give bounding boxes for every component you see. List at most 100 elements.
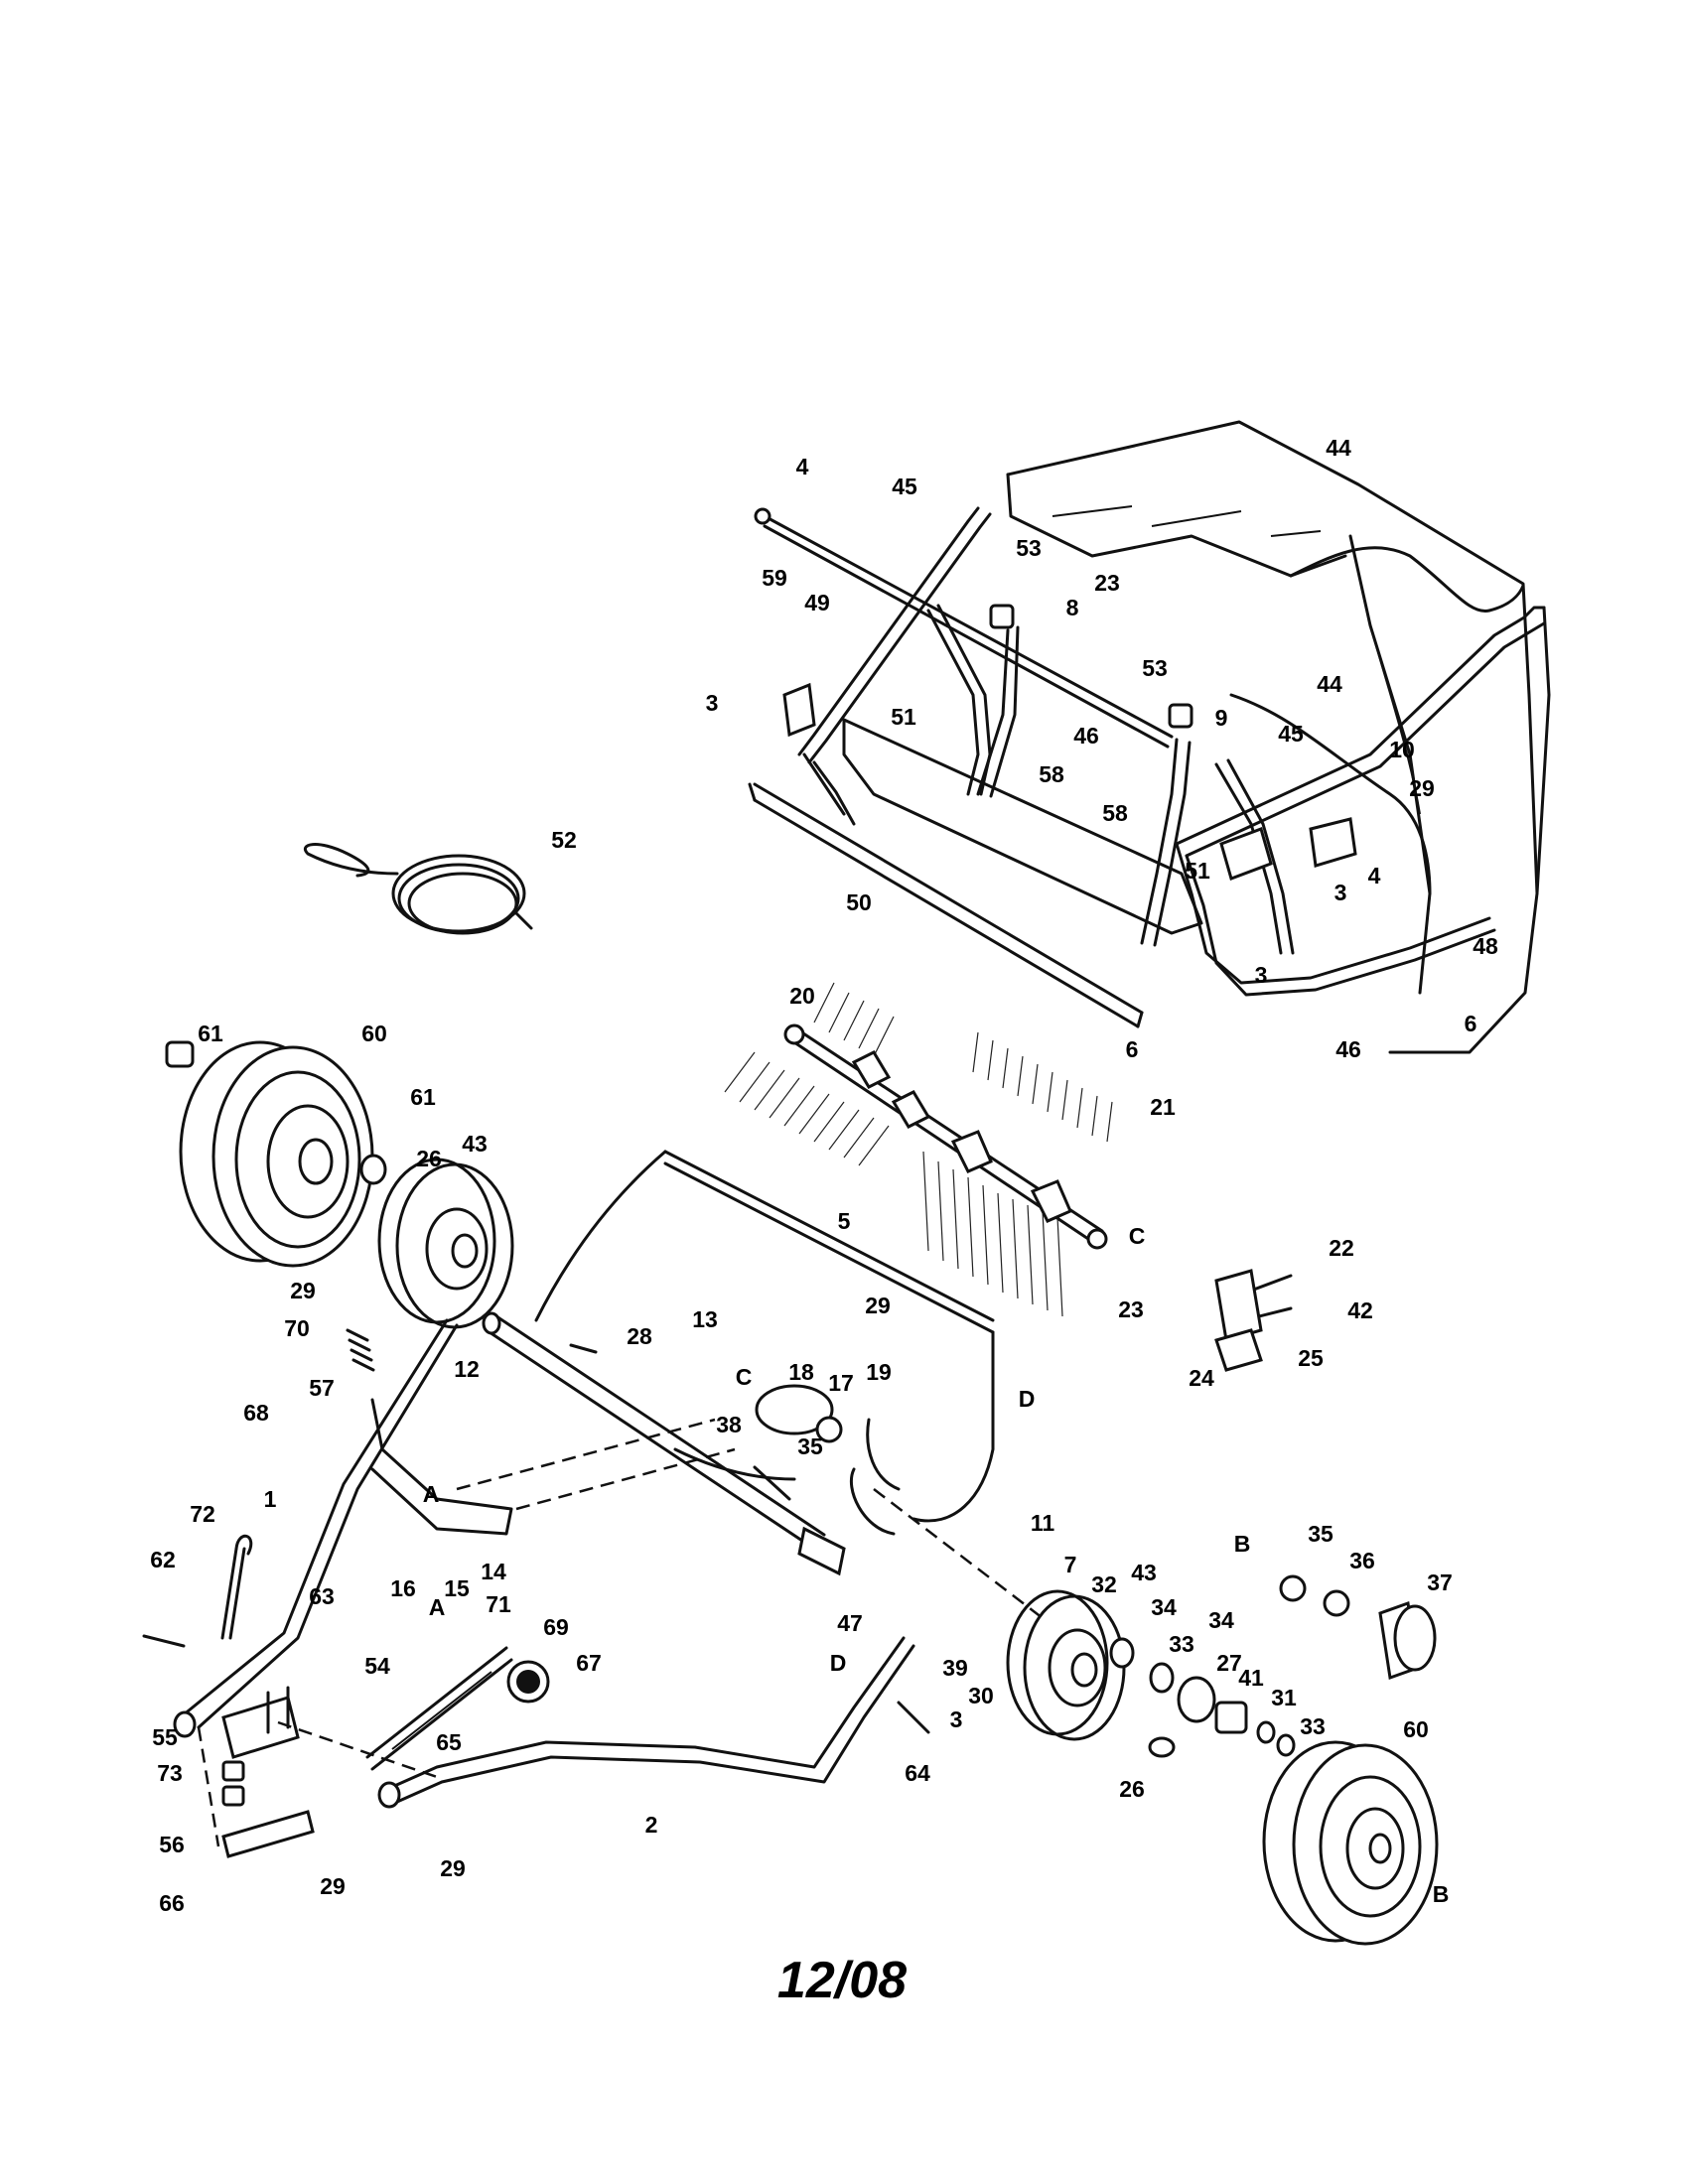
callout-66: 66 <box>159 1890 185 1916</box>
callout-67: 67 <box>576 1650 602 1676</box>
callout-26: 26 <box>1119 1776 1145 1802</box>
callout-33: 33 <box>1300 1713 1326 1739</box>
callout-34: 34 <box>1151 1594 1177 1620</box>
callout-57: 57 <box>309 1375 335 1401</box>
callout-50: 50 <box>846 889 872 915</box>
callout-3: 3 <box>1334 880 1347 905</box>
callout-32: 32 <box>1091 1571 1117 1597</box>
callout-C: C <box>736 1364 753 1390</box>
callout-30: 30 <box>968 1683 994 1708</box>
height-adjust-bar-54 <box>365 1646 513 1771</box>
callout-51: 51 <box>1185 858 1210 884</box>
assembly-guide-lines <box>197 1418 1044 1847</box>
axle <box>482 1311 846 1576</box>
callout-25: 25 <box>1298 1345 1324 1371</box>
callout-D: D <box>830 1650 847 1676</box>
callout-53: 53 <box>1142 655 1168 681</box>
callout-59: 59 <box>762 565 787 591</box>
handle-bottom-tube <box>377 1636 915 1809</box>
sweeper-housing <box>534 1150 995 1536</box>
callout-68: 68 <box>243 1400 269 1426</box>
callout-18: 18 <box>788 1359 814 1385</box>
right-drive-parts <box>1109 1637 1296 1758</box>
callout-65: 65 <box>436 1729 462 1755</box>
callout-37: 37 <box>1427 1570 1453 1595</box>
callout-29: 29 <box>865 1293 891 1318</box>
callout-28: 28 <box>627 1323 652 1349</box>
callout-B: B <box>1433 1881 1450 1907</box>
callout-13: 13 <box>692 1306 718 1332</box>
callout-15: 15 <box>444 1575 470 1601</box>
handle-grip-72 <box>220 1535 253 1640</box>
callout-29: 29 <box>290 1278 316 1303</box>
callout-27: 27 <box>1216 1650 1242 1676</box>
callout-8: 8 <box>1066 595 1079 620</box>
callout-A: A <box>423 1481 440 1507</box>
callout-14: 14 <box>481 1559 506 1584</box>
callout-58: 58 <box>1039 761 1064 787</box>
callout-35: 35 <box>1308 1521 1333 1547</box>
callout-45: 45 <box>892 474 917 499</box>
callout-69: 69 <box>543 1614 569 1640</box>
callout-38: 38 <box>716 1412 742 1437</box>
tow-cable <box>304 843 533 935</box>
callout-52: 52 <box>551 827 577 853</box>
hardware-bolts <box>142 1269 1293 1734</box>
right-wheel <box>1262 1740 1439 1946</box>
callout-34: 34 <box>1208 1607 1234 1633</box>
callout-39: 39 <box>942 1655 968 1681</box>
handle-bracket-57 <box>370 1398 513 1536</box>
callout-24: 24 <box>1189 1365 1214 1391</box>
callout-36: 36 <box>1349 1548 1375 1573</box>
callout-22: 22 <box>1329 1235 1354 1261</box>
callout-60: 60 <box>361 1021 387 1046</box>
callout-33: 33 <box>1169 1631 1194 1657</box>
callout-3: 3 <box>706 690 719 716</box>
callout-19: 19 <box>866 1359 892 1385</box>
callout-23: 23 <box>1118 1297 1144 1322</box>
left-drive-hub <box>359 1154 514 1329</box>
callout-6: 6 <box>1126 1036 1139 1062</box>
callout-4: 4 <box>1368 863 1381 888</box>
callout-C: C <box>1129 1223 1146 1249</box>
callout-B: B <box>1234 1531 1251 1557</box>
callout-44: 44 <box>1326 435 1351 461</box>
spring-70 <box>346 1328 375 1372</box>
callout-62: 62 <box>150 1547 176 1572</box>
callout-21: 21 <box>1150 1094 1176 1120</box>
callout-73: 73 <box>157 1760 183 1786</box>
callout-54: 54 <box>364 1653 390 1679</box>
callout-35: 35 <box>797 1433 823 1459</box>
callout-45: 45 <box>1278 721 1304 747</box>
brush-assembly <box>724 982 1113 1317</box>
callout-71: 71 <box>486 1591 511 1617</box>
right-hub-cap-parts <box>1279 1574 1437 1681</box>
callout-72: 72 <box>190 1501 215 1527</box>
hopper-frame <box>748 506 1551 1028</box>
callout-20: 20 <box>789 983 815 1009</box>
callout-43: 43 <box>1131 1560 1157 1585</box>
callout-63: 63 <box>309 1583 335 1609</box>
callout-A: A <box>429 1594 446 1620</box>
callout-42: 42 <box>1347 1297 1373 1323</box>
hopper-bag <box>1006 420 1539 1054</box>
callout-61: 61 <box>198 1021 223 1046</box>
callout-44: 44 <box>1317 671 1342 697</box>
callout-D: D <box>1019 1386 1036 1412</box>
callout-56: 56 <box>159 1832 185 1857</box>
callout-64: 64 <box>905 1760 930 1786</box>
callout-12: 12 <box>454 1356 480 1382</box>
callout-53: 53 <box>1016 535 1042 561</box>
callout-47: 47 <box>837 1610 863 1636</box>
callout-5: 5 <box>838 1208 851 1234</box>
callout-49: 49 <box>804 590 830 615</box>
callout-60: 60 <box>1403 1716 1429 1742</box>
callout-7: 7 <box>1064 1552 1077 1577</box>
callout-4: 4 <box>796 454 809 479</box>
callout-16: 16 <box>390 1575 416 1601</box>
callout-70: 70 <box>284 1315 310 1341</box>
callout-29: 29 <box>440 1855 466 1881</box>
date-code: 12/08 <box>776 1952 908 2009</box>
callout-3: 3 <box>950 1706 963 1732</box>
